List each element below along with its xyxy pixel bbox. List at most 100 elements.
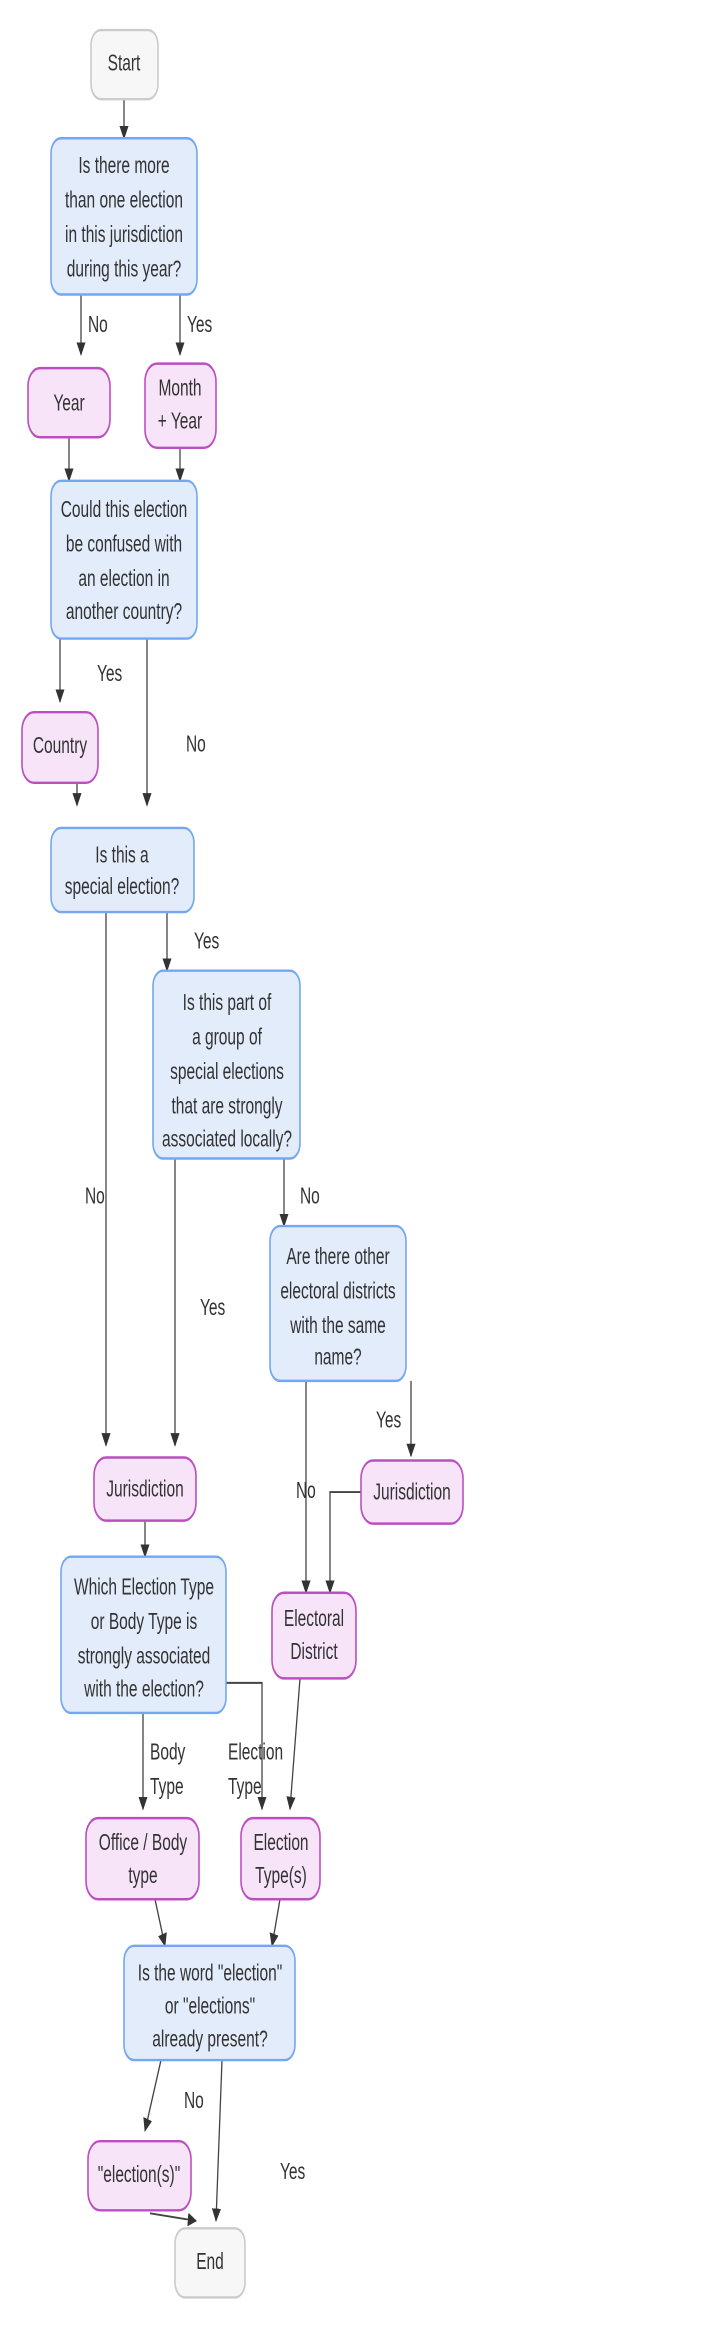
edge-electiontypes-to-wordpresent	[269, 1899, 281, 1948]
node-other-districts-line4: name?	[314, 1344, 361, 1370]
node-electoral-district-line2: District	[290, 1639, 338, 1665]
edge-wordpresent-to-end	[211, 2059, 223, 2223]
node-month-year[interactable]: Month + Year	[144, 362, 217, 449]
node-word-present-line1: Is the word "election"	[138, 1961, 282, 1987]
node-special-election-line1: Is this a	[95, 843, 148, 869]
edge-label-confused-no: No	[186, 731, 206, 757]
node-which-type-line4: with the election?	[83, 1677, 203, 1703]
edge-jurisdiction2-to-electoraldistrict	[325, 1491, 370, 1595]
node-other-districts-line3: with the same	[289, 1313, 385, 1339]
node-office-body-type-line2: type	[128, 1863, 157, 1889]
node-jurisdiction-right[interactable]: Jurisdiction	[360, 1459, 464, 1525]
node-multiple-elections-line4: during this year?	[67, 257, 182, 283]
node-other-districts-question[interactable]: Are there other electoral districts with…	[269, 1224, 407, 1383]
node-electoral-district[interactable]: Electoral District	[271, 1591, 357, 1680]
node-jurisdiction-right-shape[interactable]	[360, 1459, 464, 1525]
node-group-line4: that are strongly	[171, 1094, 282, 1120]
edge-label-group: No Yes Yes No No Yes Yes No No Yes Body …	[85, 312, 401, 2185]
node-election-s-word[interactable]: "election(s)"	[87, 2139, 192, 2212]
node-group-line5: associated locally?	[162, 1127, 292, 1153]
node-which-type-line3: strongly associated	[78, 1643, 211, 1669]
node-confused-country-line4: another country?	[66, 599, 182, 625]
node-country[interactable]: Country	[21, 711, 99, 785]
node-electoral-district-shape[interactable]	[271, 1591, 357, 1680]
node-month-year-line1: Month	[158, 375, 201, 401]
node-confused-country-line1: Could this election	[61, 497, 188, 523]
node-end-shape[interactable]	[174, 2227, 246, 2299]
node-election-s-word-label: "election(s)"	[98, 2162, 180, 2188]
node-start[interactable]: Start	[90, 28, 159, 101]
node-country-shape[interactable]	[21, 711, 99, 785]
node-group-line1: Is this part of	[183, 990, 272, 1016]
node-office-body-type[interactable]: Office / Body type	[85, 1816, 200, 1901]
node-end[interactable]: End	[174, 2227, 246, 2299]
node-multiple-elections-shape[interactable]	[50, 137, 198, 296]
node-special-election-shape[interactable]	[50, 826, 195, 914]
edge-label-special-no: No	[85, 1184, 105, 1210]
node-which-type-line2: or Body Type is	[91, 1609, 198, 1635]
node-year[interactable]: Year	[27, 366, 111, 439]
edge-label-wordpresent-yes: Yes	[280, 2159, 305, 2185]
node-multiple-elections-line3: in this jurisdiction	[65, 222, 183, 248]
node-jurisdiction-left-label: Jurisdiction	[106, 1477, 183, 1503]
node-election-types[interactable]: Election Type(s)	[240, 1816, 321, 1901]
edge-label-special-yes: Yes	[194, 928, 219, 954]
node-end-label: End	[196, 2249, 224, 2275]
edge-whichtype-to-electiontypes	[226, 1681, 267, 1811]
node-special-election-line2: special election?	[65, 874, 180, 900]
edge-label-body-type-2: Type	[150, 1774, 184, 1800]
node-electoral-district-line1: Electoral	[284, 1606, 344, 1632]
node-word-present-line3: already present?	[152, 2027, 267, 2053]
node-election-types-shape[interactable]	[240, 1816, 321, 1901]
edge-label-election-type-2: Type	[228, 1774, 262, 1800]
node-office-body-type-shape[interactable]	[85, 1816, 200, 1901]
node-jurisdiction-right-label: Jurisdiction	[373, 1480, 450, 1506]
node-start-label: Start	[108, 51, 141, 77]
node-election-types-line1: Election	[253, 1830, 308, 1856]
node-word-present-shape[interactable]	[123, 1944, 296, 2062]
node-which-type-question[interactable]: Which Election Type or Body Type is stro…	[60, 1555, 227, 1715]
node-confused-country-line2: be confused with	[66, 532, 182, 558]
node-month-year-line2: + Year	[158, 408, 203, 434]
node-which-type-shape[interactable]	[60, 1555, 227, 1715]
node-word-present-question[interactable]: Is the word "election" or "elections" al…	[123, 1944, 296, 2062]
node-confused-country-question[interactable]: Could this election be confused with an …	[50, 479, 198, 640]
node-multiple-elections-line2: than one election	[65, 187, 183, 213]
node-office-body-type-line1: Office / Body	[99, 1830, 187, 1856]
node-multiple-elections-question[interactable]: Is there more than one election in this …	[50, 137, 198, 296]
node-jurisdiction-left[interactable]: Jurisdiction	[93, 1456, 197, 1522]
node-year-label: Year	[53, 390, 85, 416]
node-group-special-elections-shape[interactable]	[152, 969, 301, 1160]
edge-label-multi-yes: Yes	[187, 312, 212, 338]
node-which-type-line1: Which Election Type	[74, 1574, 214, 1600]
edge-label-wordpresent-no: No	[184, 2088, 204, 2114]
node-group-line2: a group of	[192, 1024, 262, 1050]
node-election-s-word-shape[interactable]	[87, 2139, 192, 2212]
edge-officebody-to-wordpresent	[154, 1898, 167, 1948]
edge-label-districts-no: No	[296, 1478, 316, 1504]
edge-label-group-yes: Yes	[200, 1295, 225, 1321]
edge-label-confused-yes: Yes	[97, 661, 122, 687]
node-other-districts-line1: Are there other	[286, 1244, 390, 1270]
edge-electionword-to-end	[149, 2212, 197, 2227]
node-confused-country-line3: an election in	[78, 566, 169, 592]
edge-label-multi-no: No	[88, 312, 108, 338]
node-other-districts-line2: electoral districts	[280, 1278, 395, 1304]
node-special-election-question[interactable]: Is this a special election?	[50, 826, 195, 914]
node-other-districts-shape[interactable]	[269, 1224, 407, 1383]
node-start-shape[interactable]	[90, 28, 159, 101]
node-confused-country-shape[interactable]	[50, 479, 198, 640]
node-year-shape[interactable]	[27, 366, 111, 439]
node-jurisdiction-left-shape[interactable]	[93, 1456, 197, 1522]
node-month-year-shape[interactable]	[144, 362, 217, 449]
node-group-special-elections-question[interactable]: Is this part of a group of special elect…	[152, 969, 301, 1160]
edge-label-election-type-1: Election	[228, 1740, 283, 1766]
node-multiple-elections-line1: Is there more	[78, 153, 169, 179]
node-election-types-line2: Type(s)	[255, 1863, 307, 1889]
edge-label-body-type-1: Body	[150, 1740, 185, 1766]
node-country-label: Country	[33, 733, 87, 759]
node-word-present-line2: or "elections"	[165, 1994, 255, 2020]
edge-label-group-no: No	[300, 1184, 320, 1210]
edge-wordpresent-to-electionword	[143, 2059, 162, 2132]
